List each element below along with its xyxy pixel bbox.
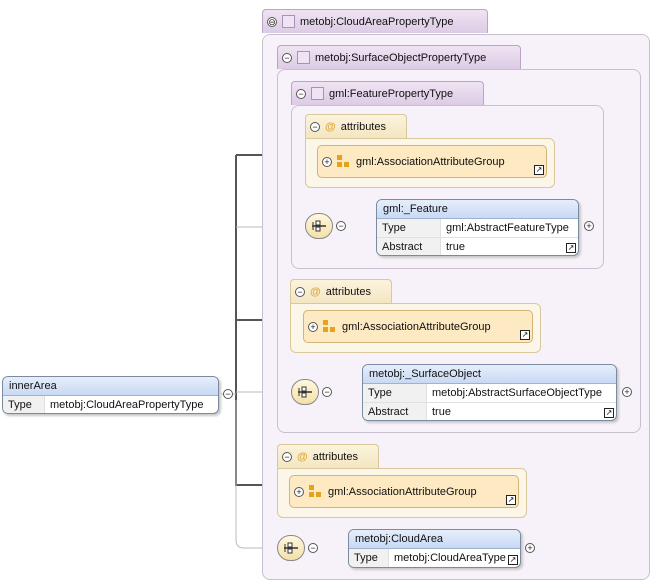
expand-icon[interactable]: + (622, 387, 632, 397)
attributes-tab[interactable]: − @ attributes (290, 279, 392, 303)
attribute-group-box[interactable]: + gml:AssociationAttributeGroup ↗ (289, 475, 519, 508)
complex-type-label: metobj:SurfaceObjectPropertyType (315, 51, 487, 64)
collapse-icon[interactable]: ⊖ (267, 16, 277, 27)
type-key: Type (349, 549, 389, 567)
expand-icon[interactable]: + (525, 543, 535, 553)
link-icon[interactable]: ↗ (604, 408, 614, 418)
element-surface-object[interactable]: metobj:_SurfaceObject Type metobj:Abstrac… (362, 364, 617, 421)
collapse-icon[interactable]: − (295, 286, 305, 297)
attribute-group-box[interactable]: + gml:AssociationAttributeGroup ↗ (317, 145, 547, 178)
attributes-label: attributes (325, 285, 371, 298)
complex-type-icon (297, 51, 310, 64)
element-name: gml:_Feature (377, 200, 578, 219)
element-name: metobj:CloudArea (349, 530, 520, 549)
cloud-area-property-type-tab[interactable]: ⊖ metobj:CloudAreaPropertyType (262, 9, 488, 33)
attributes-label: attributes (312, 450, 358, 463)
type-key: Type (3, 396, 45, 413)
root-element-inner-area[interactable]: innerArea Type metobj:CloudAreaPropertyTy… (2, 376, 219, 414)
element-name: metobj:_SurfaceObject (363, 365, 616, 384)
collapse-icon[interactable]: − (322, 387, 332, 397)
feature-property-type-tab[interactable]: − gml:FeaturePropertyType (291, 81, 484, 105)
attribute-icon: @ (297, 450, 308, 463)
link-icon[interactable]: ↗ (566, 243, 576, 253)
complex-type-icon (282, 15, 295, 28)
element-feature[interactable]: gml:_Feature Type gml:AbstractFeatureType… (376, 199, 579, 256)
attribute-icon: @ (310, 285, 321, 298)
attribute-group-icon (309, 484, 323, 499)
element-cloud-area[interactable]: metobj:CloudArea Type metobj:CloudAreaTyp… (348, 529, 521, 568)
sequence-compositor-icon[interactable] (291, 379, 319, 405)
abstract-key: Abstract (377, 238, 441, 255)
abstract-key: Abstract (363, 403, 427, 420)
element-name: innerArea (3, 377, 218, 396)
collapse-icon[interactable]: − (308, 543, 318, 553)
attribute-group-label: gml:AssociationAttributeGroup (328, 485, 477, 498)
expand-icon[interactable]: + (308, 321, 318, 332)
link-icon[interactable]: ↗ (520, 330, 530, 340)
attribute-group-label: gml:AssociationAttributeGroup (356, 155, 505, 168)
complex-type-label: metobj:CloudAreaPropertyType (300, 15, 454, 28)
type-value: metobj:CloudAreaType (394, 552, 506, 564)
expand-icon[interactable]: + (294, 486, 304, 497)
type-value: metobj:AbstractSurfaceObjectType (432, 387, 602, 399)
collapse-icon[interactable]: − (223, 389, 233, 399)
type-key: Type (363, 384, 427, 402)
type-value: metobj:CloudAreaPropertyType (50, 399, 204, 411)
attribute-group-icon (337, 154, 351, 169)
complex-type-label: gml:FeaturePropertyType (329, 87, 454, 100)
sequence-compositor-icon[interactable] (277, 535, 305, 561)
expand-icon[interactable]: + (322, 156, 332, 167)
abstract-value: true (446, 241, 465, 253)
sequence-compositor-icon[interactable] (305, 213, 333, 239)
complex-type-icon (311, 87, 324, 100)
attributes-tab[interactable]: − @ attributes (277, 444, 379, 468)
collapse-icon[interactable]: − (282, 52, 292, 63)
attribute-group-box[interactable]: + gml:AssociationAttributeGroup ↗ (303, 310, 533, 343)
link-icon[interactable]: ↗ (534, 165, 544, 175)
link-icon[interactable]: ↗ (508, 555, 518, 565)
link-icon[interactable]: ↗ (506, 495, 516, 505)
collapse-icon[interactable]: − (282, 451, 292, 462)
collapse-icon[interactable]: − (310, 121, 320, 132)
type-value: gml:AbstractFeatureType (446, 222, 569, 234)
surface-object-property-type-tab[interactable]: − metobj:SurfaceObjectPropertyType (277, 45, 521, 69)
type-key: Type (377, 219, 441, 237)
collapse-icon[interactable]: − (336, 221, 346, 231)
attribute-group-icon (323, 319, 337, 334)
attributes-tab[interactable]: − @ attributes (305, 114, 407, 138)
attribute-icon: @ (325, 120, 336, 133)
collapse-icon[interactable]: − (296, 88, 306, 99)
attributes-label: attributes (340, 120, 386, 133)
expand-icon[interactable]: + (584, 221, 594, 231)
abstract-value: true (432, 406, 451, 418)
attribute-group-label: gml:AssociationAttributeGroup (342, 320, 491, 333)
